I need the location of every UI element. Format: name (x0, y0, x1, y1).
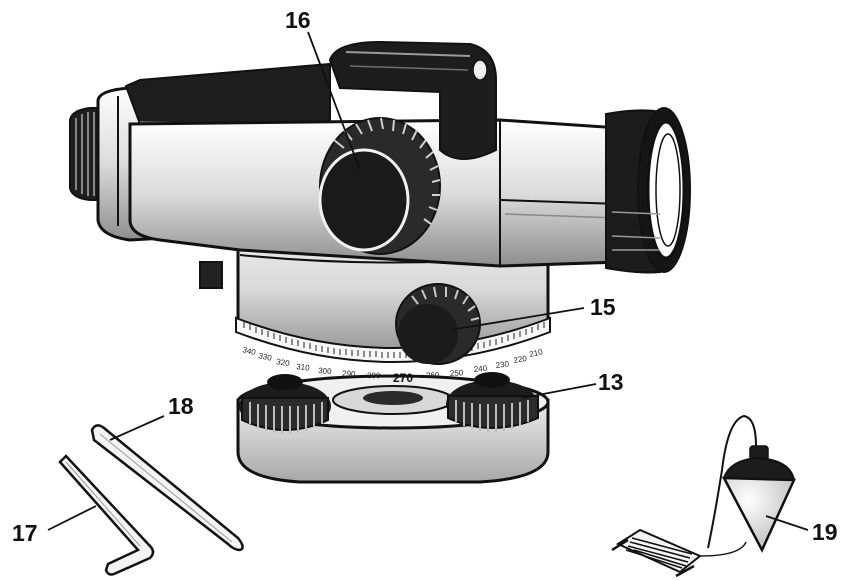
callout-13: 13 (598, 369, 624, 395)
callout-16: 16 (285, 7, 311, 33)
scale-mark-250: 250 (450, 368, 464, 378)
scale-mark-220: 220 (513, 354, 528, 365)
leader-19 (765, 515, 809, 531)
horizontal-circle-scale: 340 330 320 310 300 290 280 270 260 250 … (235, 316, 551, 385)
scale-mark-330: 330 (258, 351, 273, 363)
scale-mark-290: 290 (342, 369, 356, 379)
plumb-bob (611, 414, 796, 578)
callout-17: 17 (12, 520, 38, 546)
scale-mark-340: 340 (242, 345, 258, 357)
focus-knob (318, 117, 441, 255)
scale-mark-300: 300 (318, 366, 333, 376)
scale-mark-310: 310 (296, 362, 311, 373)
horizontal-drive-knob (395, 283, 481, 365)
leader-18 (109, 415, 165, 441)
string-winder (611, 528, 702, 578)
leader-17 (47, 505, 97, 531)
leader-16 (307, 31, 361, 171)
scale-mark-230: 230 (495, 359, 510, 370)
scale-mark-240: 240 (473, 364, 488, 374)
scale-mark-270: 270 (393, 371, 413, 385)
hex-key (58, 454, 155, 576)
foot-screw-left (239, 374, 331, 434)
leader-15 (449, 307, 585, 331)
scale-mark-260: 260 (426, 371, 440, 380)
callout-19: 19 (812, 519, 838, 545)
callout-18: 18 (168, 393, 194, 419)
callout-15: 15 (590, 294, 616, 320)
foot-screw-13 (446, 372, 539, 432)
scale-mark-320: 320 (276, 357, 291, 368)
scale-mark-210: 210 (529, 347, 544, 359)
scale-mark-280: 280 (367, 371, 381, 380)
leader-13 (521, 383, 597, 399)
adjusting-pin (90, 424, 244, 552)
